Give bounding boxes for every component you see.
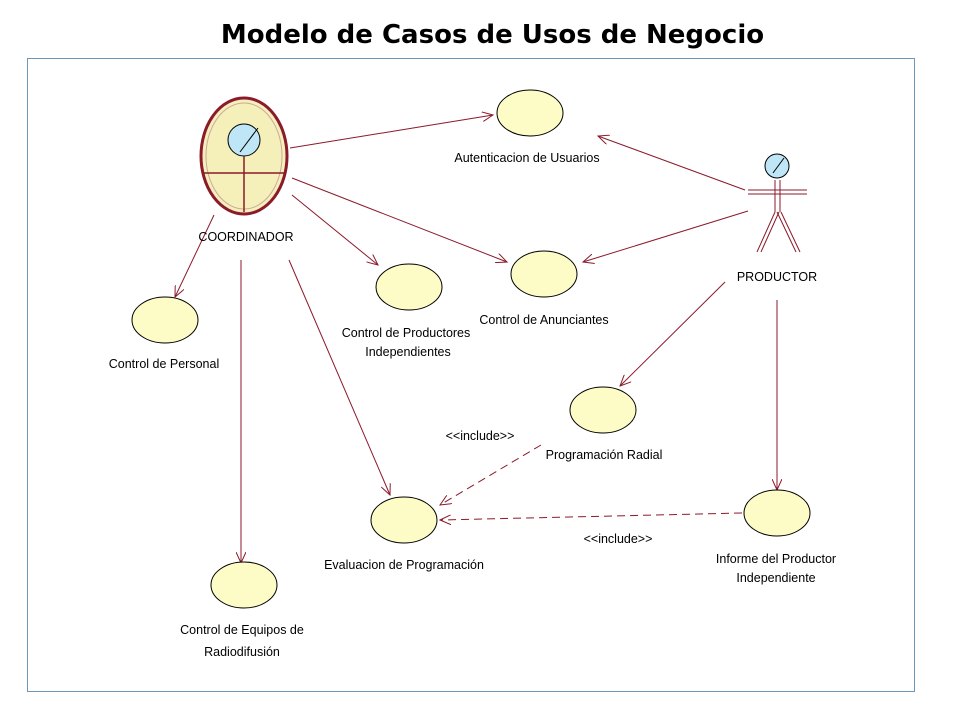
actor-coordinador-label: COORDINADOR — [198, 230, 293, 244]
actor-productor[interactable] — [748, 153, 807, 253]
assoc-coordinador-evaluacion[interactable] — [288, 259, 390, 495]
assoc-coordinador-anunciantes[interactable] — [291, 177, 507, 262]
usecase-equipos-label-line2: Radiodifusión — [204, 645, 280, 659]
usecase-informe[interactable] — [743, 489, 811, 537]
assoc-productor-radial[interactable] — [620, 281, 726, 386]
usecase-equipos-label-line1: Control de Equipos de — [180, 623, 304, 637]
usecase-equipos[interactable] — [210, 561, 278, 609]
include-informe-evaluacion[interactable] — [440, 512, 743, 520]
usecase-productores-label-line2: Independientes — [365, 345, 451, 359]
usecase-personal[interactable] — [131, 296, 199, 344]
usecase-evaluacion-label: Evaluacion de Programación — [324, 558, 484, 572]
include-relations — [440, 444, 743, 520]
assoc-productor-autenticacion[interactable] — [598, 136, 746, 191]
usecase-informe-label-line1: Informe del Productor — [716, 552, 836, 566]
include-label-informe: <<include>> — [584, 532, 653, 546]
usecase-radial-label: Programación Radial — [546, 448, 663, 462]
usecase-productores-label-line1: Control de Productores — [342, 326, 471, 340]
stick-actor-head-icon — [764, 153, 790, 179]
usecase-personal-label: Control de Personal — [109, 357, 219, 371]
usecase-anunciantes-label: Control de Anunciantes — [479, 313, 608, 327]
assoc-coordinador-autenticacion[interactable] — [289, 115, 493, 149]
include-radial-evaluacion[interactable] — [440, 444, 542, 505]
usecase-productores[interactable] — [375, 263, 443, 311]
actor-coordinador[interactable] — [199, 96, 289, 216]
assoc-productor-anunciantes[interactable] — [583, 210, 749, 262]
assoc-coordinador-productores[interactable] — [291, 194, 378, 265]
usecase-evaluacion[interactable] — [370, 496, 438, 544]
usecase-anunciantes[interactable] — [510, 250, 578, 298]
usecase-autenticacion[interactable] — [496, 89, 564, 137]
usecase-autenticacion-label: Autenticacion de Usuarios — [454, 151, 599, 165]
assoc-coordinador-personal[interactable] — [175, 214, 215, 297]
include-label-radial: <<include>> — [446, 429, 515, 443]
usecase-radial[interactable] — [569, 386, 637, 434]
usecase-informe-label-line2: Independiente — [736, 571, 815, 585]
actor-productor-label: PRODUCTOR — [737, 270, 817, 284]
business-worker-head-icon — [227, 123, 261, 157]
page-title: Modelo de Casos de Usos de Negocio — [220, 20, 765, 50]
diagram-frame — [27, 58, 915, 692]
associations — [175, 115, 777, 563]
